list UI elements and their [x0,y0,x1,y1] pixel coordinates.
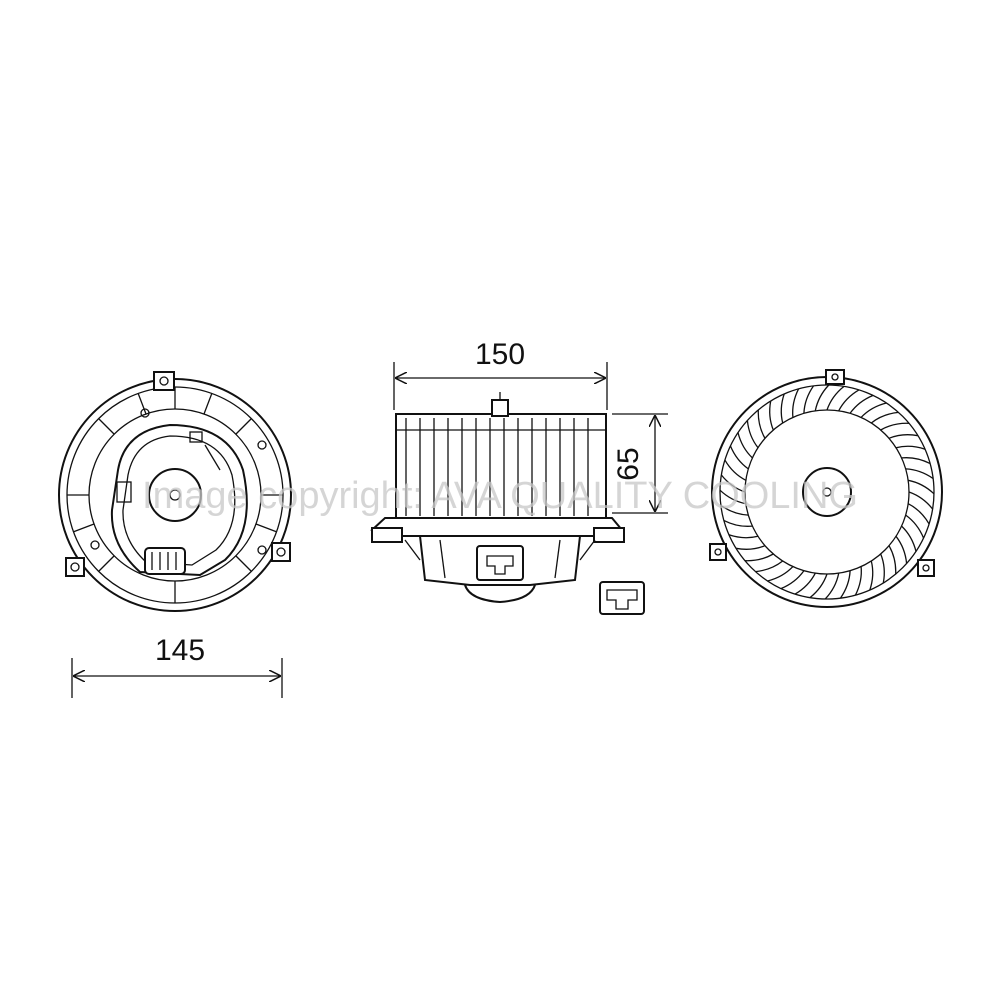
fan-blade [780,570,805,590]
fan-blade [826,385,845,411]
fan-blade [901,457,931,465]
fan-blade [767,566,794,582]
fan-blade [901,525,917,552]
fan-blade [895,445,926,450]
fan-blade [839,570,851,599]
side-view [370,392,625,604]
dimension-145-label: 145 [155,634,205,667]
front-view [58,371,292,612]
fan-blade [908,491,934,510]
fan-blade [895,535,908,564]
fan-blade [728,534,759,539]
fan-blade [880,553,885,584]
fan-blade [737,432,753,459]
fan-blade [755,560,784,573]
fan-blade [880,422,910,431]
fan-blade [724,459,747,481]
fan-blade [870,411,899,424]
fan-blade [757,409,766,439]
fan-blade [792,388,800,418]
fan-blade [769,400,774,431]
fan-blade [888,545,897,575]
fan-blade [905,514,925,539]
fan-blade [869,560,874,591]
fan-blade [860,402,887,418]
rear-view [709,369,943,608]
fan-blade [803,385,815,414]
fan-blade [907,503,930,525]
fan-blade [720,504,749,516]
dimension-65: 65 [612,413,668,514]
fan-blade [824,573,840,600]
fan-blade [854,566,862,596]
dimension-145: 145 [71,634,283,698]
fan-blade [814,384,830,411]
fan-blade [838,389,860,412]
connector-plug [599,581,645,615]
fan-blade [780,393,785,424]
dimension-150-label: 150 [475,338,525,371]
fan-blade [744,553,774,562]
fan-blade [809,573,828,599]
fan-blade [720,474,746,493]
fan-blade [719,489,746,505]
fan-blade [729,445,749,470]
dimension-65-label: 65 [612,447,645,480]
fan-blade [849,394,874,414]
fan-blade [746,420,759,449]
fan-blade [735,545,766,550]
dimension-150: 150 [393,338,608,410]
fan-blade [908,479,935,495]
fan-blade [905,468,934,480]
fan-blade [794,572,816,595]
fan-blade [888,434,919,439]
fan-blade [723,519,753,527]
watermark-text: Image copyright: AVA QUALITY COOLING [142,475,858,517]
